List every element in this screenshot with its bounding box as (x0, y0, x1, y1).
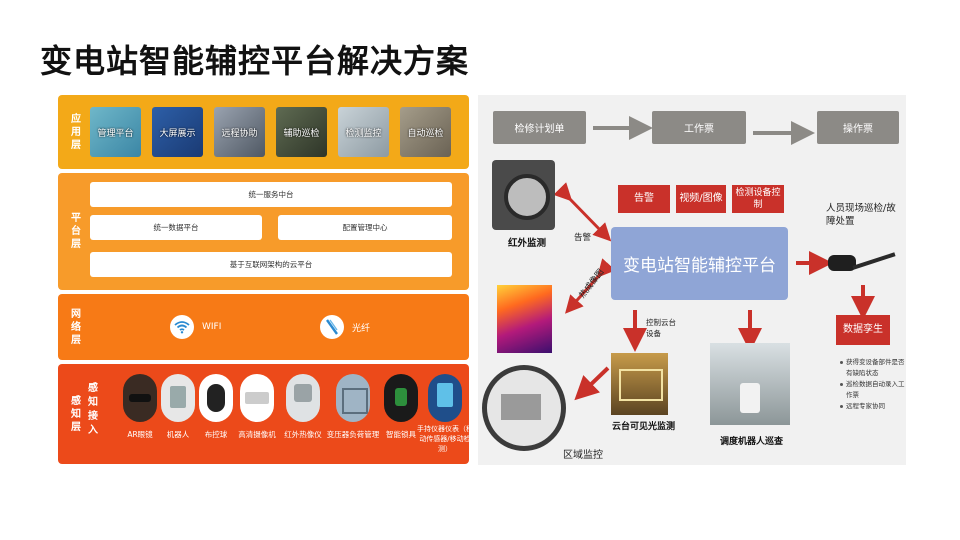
device-handheld: 手持仪器仪表（移动传感器/移动检测） (417, 374, 473, 454)
sensing-access-label: 感知接入 (88, 383, 98, 436)
application-layer: 应用层 管理平台 大屏展示 远程协助 辅助巡检 检测监控 (58, 95, 469, 169)
flow-box-maintenance-plan: 检修计划单 (493, 111, 586, 144)
app-tile-label: 辅助巡检 (283, 128, 320, 139)
app-tile: 辅助巡检 (276, 107, 327, 157)
visible-camera-label: 云台可见光监测 (612, 422, 676, 432)
flow-arrows (553, 116, 875, 401)
fiber-icon (320, 315, 344, 339)
smart-lock-icon (384, 374, 418, 422)
central-platform: 变电站智能辅控平台 (611, 227, 788, 300)
video-image-box: 视频/图像 (676, 185, 726, 213)
transformer-icon (336, 374, 370, 422)
layer-label: 平台层 (68, 212, 80, 251)
app-tile-label: 管理平台 (97, 128, 134, 139)
alarm-arrow-label: 告警 (574, 233, 592, 243)
alarm-box: 告警 (618, 185, 670, 213)
app-tile: 检测监控 (338, 107, 389, 157)
infrared-camera-icon (286, 374, 320, 422)
twin-bullet: 远程专家协同 (840, 401, 910, 412)
wifi-label: WIFI (202, 322, 222, 332)
data-twin-box: 数据孪生 (836, 315, 890, 345)
ar-glasses-image (828, 245, 898, 283)
cloud-platform-bar: 基于互联网架构的云平台 (90, 252, 452, 277)
app-tile: 自动巡检 (400, 107, 451, 157)
thermal-image (497, 285, 552, 353)
device-label: 高清摄像机 (238, 430, 276, 439)
app-tile: 大屏展示 (152, 107, 203, 157)
handheld-meter-icon (428, 374, 462, 422)
fiber-item: 光纤 (320, 315, 370, 339)
app-tile-label: 大屏展示 (159, 128, 196, 139)
flow-box-work-ticket: 工作票 (652, 111, 746, 144)
app-tile: 管理平台 (90, 107, 141, 157)
twin-bullets: 获得变设备部件是否有缺陷状态 巡检数据自动录入工作票 远程专家协同 (840, 357, 910, 412)
visible-camera-image (611, 353, 668, 415)
page-title: 变电站智能辅控平台解决方案 (40, 42, 470, 80)
network-layer: 网络层 WIFI 光纤 (58, 294, 469, 360)
device-infrared: 红外热像仪 (279, 374, 327, 440)
device-label: 手持仪器仪表（移动传感器/移动检测） (417, 425, 473, 453)
device-label: 红外热像仪 (284, 430, 322, 439)
flow-box-operation-ticket: 操作票 (817, 111, 899, 144)
sensing-layer: 感知层 感知接入 AR眼镜 机器人 布控球 (58, 364, 473, 464)
device-dome: 布控球 (197, 374, 235, 440)
wifi-item: WIFI (170, 315, 221, 339)
flow-diagram: 检修计划单 工作票 操作票 告警 视频/图像 检测设备控制 变电站智能辅控平台 … (478, 95, 906, 465)
detection-control-box: 检测设备控制 (732, 185, 784, 213)
device-label: 智能锁具 (386, 430, 416, 439)
area-monitor-image (482, 365, 566, 451)
app-tile: 远程协助 (214, 107, 265, 157)
area-monitor-label: 区域监控 (563, 450, 603, 461)
device-label: 机器人 (166, 430, 190, 439)
app-tiles: 管理平台 大屏展示 远程协助 辅助巡检 检测监控 自动巡检 (90, 107, 451, 157)
device-label: 布控球 (204, 430, 228, 439)
app-tile-label: 自动巡检 (407, 128, 444, 139)
service-center-bar: 统一服务中台 (90, 182, 452, 207)
app-tile-label: 远程协助 (221, 128, 258, 139)
layer-label: 应用层 (68, 112, 80, 152)
dome-camera-icon (199, 374, 233, 422)
robot-label: 调度机器人巡查 (720, 437, 784, 447)
device-transformer: 变压器负荷管理 (325, 374, 381, 440)
ar-glasses-icon (123, 374, 157, 422)
pantilt-control-label: 控制云台设备 (646, 318, 676, 338)
robot-icon (161, 374, 195, 422)
infrared-label: 红外监测 (508, 238, 547, 249)
wifi-icon (170, 315, 194, 339)
device-label: AR眼镜 (127, 430, 153, 439)
data-platform-bar: 统一数据平台 (90, 215, 262, 240)
layer-label: 感知层 (68, 394, 80, 434)
twin-bullet: 巡检数据自动录入工作票 (840, 379, 910, 401)
device-robot: 机器人 (159, 374, 197, 440)
infrared-camera-image (492, 160, 555, 230)
device-label: 变压器负荷管理 (326, 430, 380, 439)
device-hd-camera: 高清摄像机 (233, 374, 281, 440)
platform-layer: 平台层 统一服务中台 统一数据平台 配置管理中心 基于互联网架构的云平台 (58, 173, 469, 290)
app-tile-label: 检测监控 (345, 128, 382, 139)
twin-bullet: 获得变设备部件是否有缺陷状态 (840, 357, 910, 379)
layer-label: 网络层 (68, 307, 80, 347)
person-inspection-label: 人员现场巡检/故障处置 (826, 203, 896, 227)
robot-image (710, 343, 790, 425)
device-lock: 智能锁具 (379, 374, 423, 440)
device-ar-glasses: AR眼镜 (121, 374, 159, 440)
config-center-bar: 配置管理中心 (278, 215, 452, 240)
fiber-label: 光纤 (352, 323, 371, 334)
hd-camera-icon (240, 374, 274, 422)
